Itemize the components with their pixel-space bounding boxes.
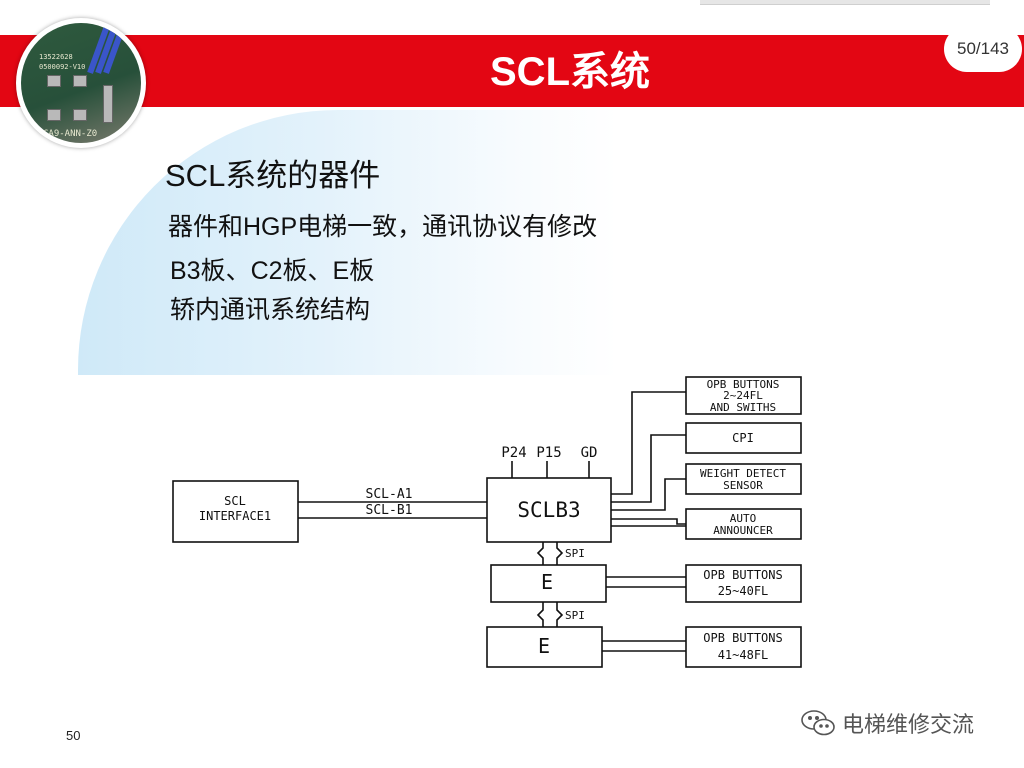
circuit-board-thumbnail: 13522628 0500092-V10 CA9-ANN-Z0 [16,18,146,148]
p24-label: P24 [501,445,526,461]
opb-top-label: OPB BUTTONS [707,378,780,391]
board-label: 0500092-V10 [39,63,86,71]
opb-top-label: AND SWITHS [710,401,776,414]
e-board-2-box [486,626,603,668]
opb-low-label: 41~48FL [718,648,769,662]
car-communication-diagram: SCL INTERFACE1 SCL-A1 SCL-B1 SCLB3 P24 P… [172,376,802,668]
bullet-line: B3板、C2板、E板 [170,257,375,285]
circuit-board-photo: 13522628 0500092-V10 CA9-ANN-Z0 [21,23,141,143]
board-button [47,109,61,121]
board-button [73,109,87,121]
title-bar [0,35,1024,107]
auto-label: ANNOUNCER [713,524,773,537]
opb-mid-label: 25~40FL [718,584,769,598]
board-button [73,75,87,87]
interface-label: INTERFACE1 [199,509,271,523]
connector-opb-top [611,391,686,495]
interface-label: SCL [224,494,246,508]
connector-auto [611,518,686,525]
p15-label: P15 [536,445,561,461]
opb-buttons-41-48-box [685,626,802,668]
wechat-icon [801,710,835,736]
bullet-line: 轿内通讯系统结构 [170,296,371,324]
weight-label: WEIGHT DETECT [700,467,786,480]
e-board-1-box [490,564,607,603]
scl-b1-label: SCL-B1 [366,503,413,518]
spi-label: SPI [565,609,585,622]
section-heading: SCL系统的器件 [165,158,381,193]
slide-title: SCL系统 [490,50,650,94]
connector-weight [611,478,686,511]
opb-buttons-2-24-box [685,376,802,415]
e-board-2-label: E [538,634,550,658]
board-label: CA9-ANN-Z0 [43,129,98,139]
board-connector [103,85,113,123]
spi-arrow-icon [536,542,564,565]
opb-buttons-25-40-box [685,564,802,603]
top-tab [700,0,990,5]
opb-low-label: OPB BUTTONS [703,631,782,645]
sclb3-label: SCLB3 [517,498,580,522]
gd-label: GD [581,445,598,461]
cpi-box [685,422,802,454]
page-counter-badge: 50/143 [944,26,1022,72]
board-button [47,75,61,87]
weight-label: SENSOR [723,479,763,492]
auto-label: AUTO [730,512,757,525]
cpi-label: CPI [732,431,754,445]
scl-a1-label: SCL-A1 [366,487,413,502]
spi-arrow-icon [536,602,564,627]
e-board-1-label: E [541,570,553,594]
opb-top-label: 2~24FL [723,389,763,402]
opb-mid-label: OPB BUTTONS [703,568,782,582]
scl-interface-box [172,480,299,543]
board-label: 13522628 [39,53,73,61]
spi-label: SPI [565,547,585,560]
slide-number: 50 [66,728,81,743]
bullet-line: 器件和HGP电梯一致，通讯协议有修改 [168,213,598,241]
connector-cpi [611,434,686,503]
watermark-text: 电梯维修交流 [842,713,975,738]
watermark: 电梯维修交流 [800,708,974,738]
